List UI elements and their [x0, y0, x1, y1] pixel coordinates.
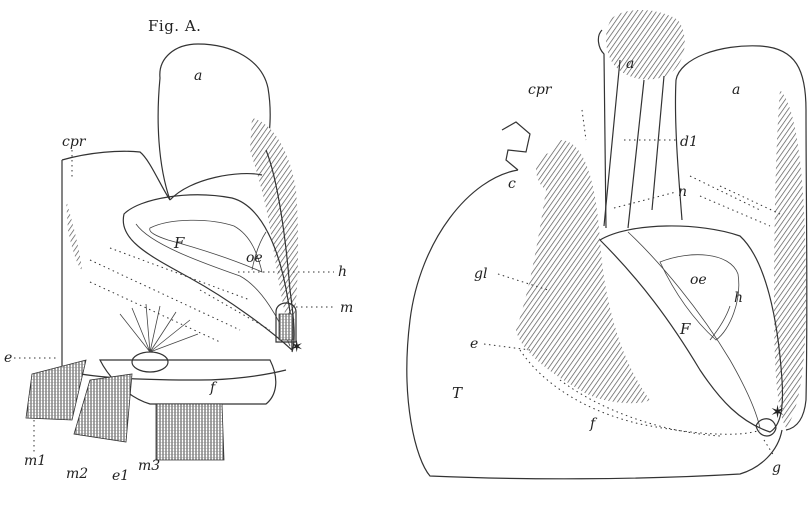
- fig-b-label-c: c: [508, 176, 516, 192]
- fig-b-c-notch: [502, 122, 530, 170]
- fig-a-star-icon: ✶: [290, 337, 303, 356]
- fig-b-right-shade: [774, 90, 806, 428]
- fig-a-label-h: h: [338, 264, 347, 280]
- fig-a-label-e1: e1: [112, 468, 129, 484]
- fig-b-star-icon: ✶: [770, 402, 785, 423]
- fig-b-label-F: F: [679, 320, 691, 338]
- fig-a-muscle-m3: [156, 404, 224, 460]
- fig-b-label-a-right: a: [732, 82, 740, 98]
- fig-b-label-cpr: cpr: [528, 82, 553, 98]
- fig-b-d1-tube: [604, 60, 644, 228]
- fig-a-label-m1: m1: [24, 453, 46, 469]
- fig-a-oval: [132, 352, 168, 372]
- fig-b-label-n: n: [678, 184, 687, 200]
- fig-a-label-oe: oe: [246, 250, 263, 266]
- figure-a-title: Fig. A.: [148, 17, 201, 35]
- fig-b-label-h: h: [734, 290, 743, 306]
- fig-b-label-f: f: [589, 416, 598, 432]
- fig-a-stipple-2: [90, 282, 220, 342]
- fig-b-leader-cpr: [582, 110, 586, 140]
- figure-a: Fig. A. ✶: [4, 17, 353, 484]
- fig-b-leader-n: [614, 192, 676, 208]
- fig-b-h-stalk: [710, 306, 730, 340]
- fig-b-label-a-top: a: [626, 56, 634, 72]
- fig-b-stipple-top: [690, 176, 780, 226]
- fig-b-leader-g: [764, 440, 774, 456]
- fig-b-top-blob: [606, 10, 685, 80]
- fig-a-foot-outer: [123, 195, 292, 350]
- fig-a-muscle-m2: [74, 374, 132, 442]
- fig-a-label-F: F: [173, 234, 185, 252]
- fig-a-label-m2: m2: [66, 466, 88, 482]
- fig-a-label-f: f: [209, 380, 218, 396]
- fig-a-stipple-3: [110, 248, 250, 300]
- fig-b-label-e: e: [470, 336, 478, 352]
- fig-b-label-oe: oe: [690, 272, 707, 288]
- fig-a-left-shade: [66, 200, 82, 270]
- fig-a-label-a: a: [194, 68, 202, 84]
- fig-b-label-gl: gl: [474, 266, 487, 282]
- figure-b: ✶ a a cpr d1 c n gl oe h F e T f g: [407, 10, 807, 479]
- fig-a-label-cpr: cpr: [62, 134, 87, 150]
- fig-a-label-m3: m3: [138, 458, 160, 474]
- fig-a-radiating-lines: [120, 304, 198, 352]
- fig-b-cpr-blob: [536, 153, 571, 193]
- fig-b-label-d1: d1: [680, 134, 698, 150]
- fig-a-label-e: e: [4, 350, 12, 366]
- fig-a-stipple-1: [90, 260, 240, 330]
- fig-a-shaded-region: [250, 118, 298, 338]
- fig-b-label-T: T: [452, 384, 463, 402]
- fig-b-label-g: g: [772, 460, 781, 476]
- fig-a-label-m: m: [340, 300, 353, 316]
- fig-a-foot-curve: [136, 224, 290, 346]
- fig-a-muscle-m1: [26, 360, 86, 420]
